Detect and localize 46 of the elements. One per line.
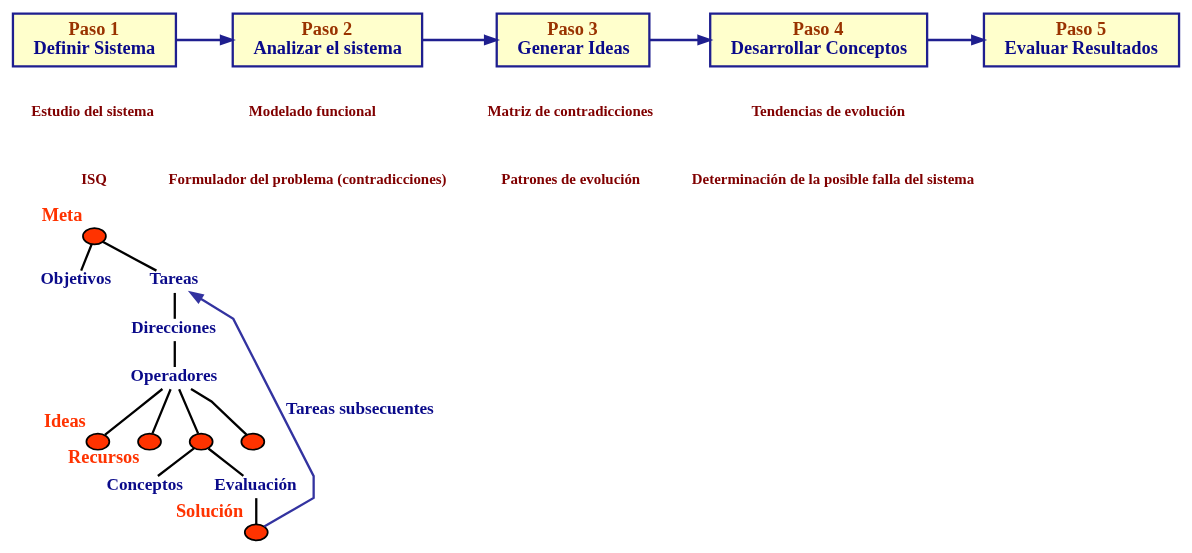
arrow — [187, 290, 315, 528]
node-text: Direcciones — [131, 317, 216, 337]
connector — [102, 240, 157, 272]
node-box: Paso 2 Analizar el sistema — [231, 11, 424, 68]
node-box: Paso 5 Evaluar Resultados — [982, 11, 1181, 68]
node-box: Paso 1 Definir Sistema — [11, 11, 178, 68]
arrow — [176, 33, 236, 46]
node-text: Objetivos — [40, 268, 112, 288]
edge-label: Tareas subsecuentes — [286, 398, 434, 418]
node-circle — [243, 523, 269, 541]
node-circle — [85, 432, 111, 451]
connector — [157, 446, 195, 477]
label: Modelado funcional — [248, 102, 376, 119]
label: Tendencias de evolución — [751, 102, 906, 119]
node-text: Operadores — [130, 365, 218, 385]
node-circle — [240, 432, 266, 451]
connector — [255, 497, 258, 524]
arrow — [927, 33, 988, 46]
label: Formulador del problema (contradicciones) — [168, 170, 447, 187]
node-text: Tareas — [149, 268, 199, 288]
node-label: Meta — [41, 204, 83, 225]
connector — [80, 243, 93, 271]
node-circle — [82, 226, 107, 245]
arrow — [649, 33, 714, 46]
connector — [207, 447, 245, 477]
node-label: Ideas — [43, 410, 86, 431]
label: Patrones de evolución — [501, 170, 641, 187]
node-text: Evaluación — [214, 474, 297, 494]
connector — [173, 292, 176, 319]
node-box: Paso 4 Desarrollar Conceptos — [709, 11, 929, 68]
arrow — [422, 33, 501, 46]
node-label: Recursos — [68, 446, 140, 467]
node-circle — [188, 432, 214, 451]
node-box: Paso 3 Generar Ideas — [495, 11, 651, 68]
connector — [190, 387, 248, 436]
connector — [151, 388, 172, 434]
label: Determinación de la posible falla del sistema — [691, 170, 975, 187]
label: Estudio del sistema — [31, 102, 154, 119]
connector — [178, 388, 200, 434]
node-label: Solución — [175, 500, 244, 521]
connector — [104, 387, 164, 436]
connector — [173, 340, 176, 367]
label: Matriz de contradicciones — [487, 102, 654, 119]
node-text: Conceptos — [106, 474, 183, 494]
label: ISQ — [81, 170, 107, 187]
node-circle — [137, 432, 162, 451]
